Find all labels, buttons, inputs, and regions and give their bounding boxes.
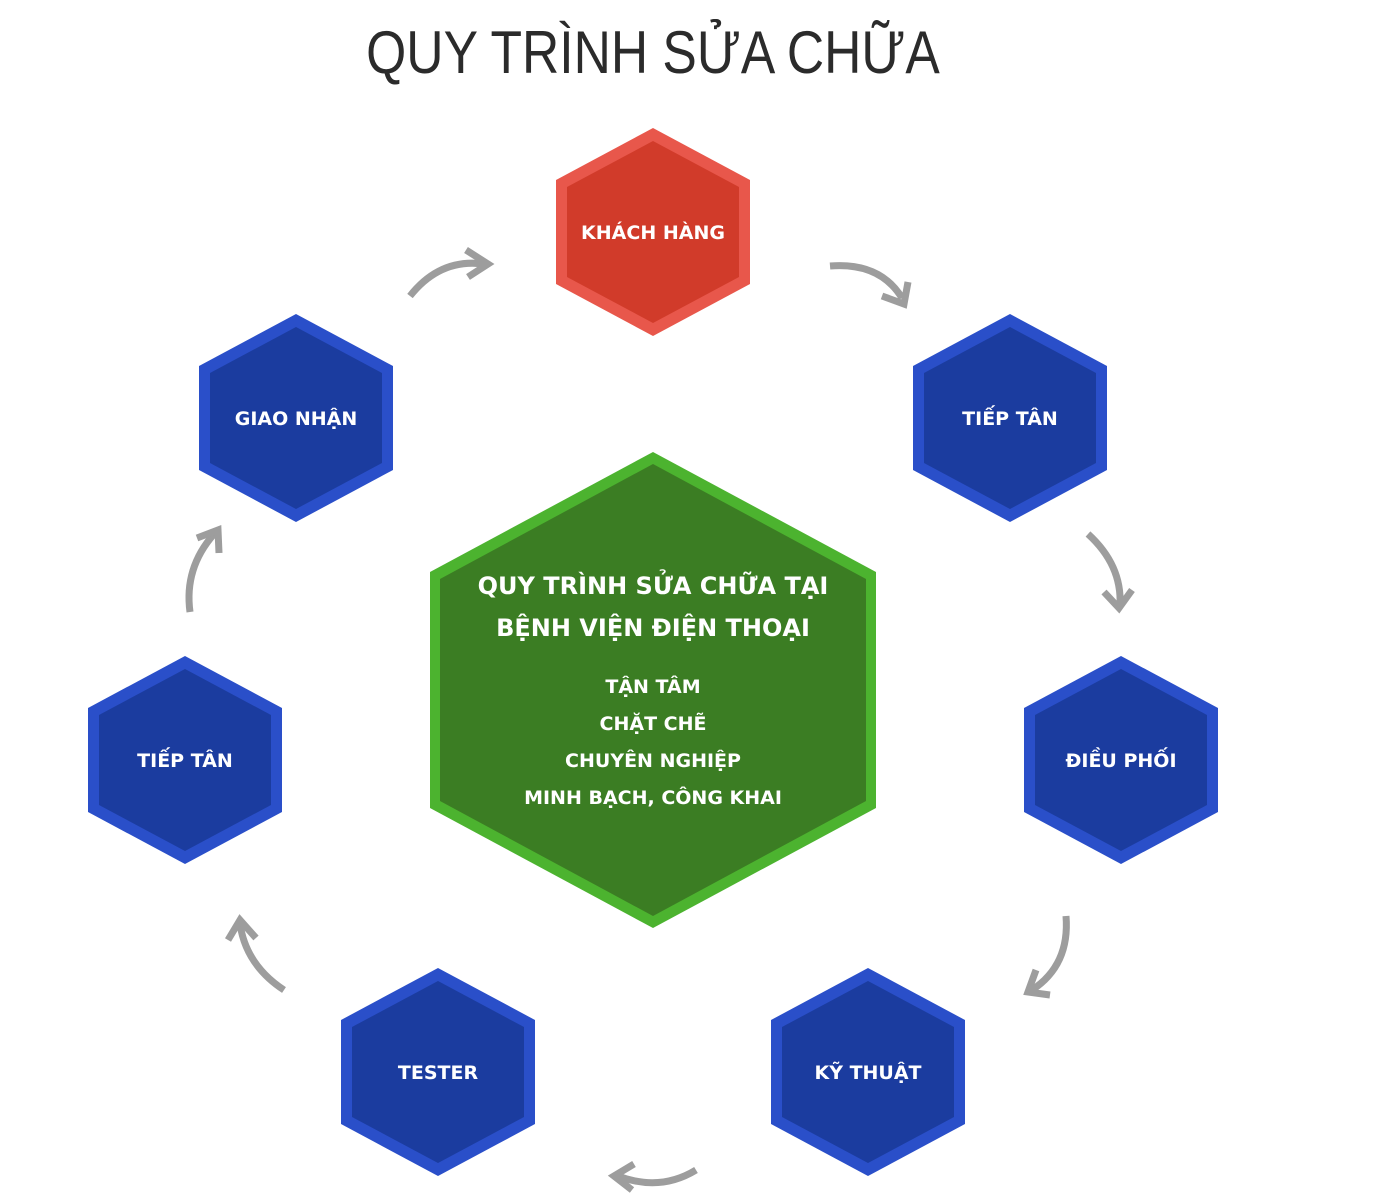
step-hexagon-inner [782, 981, 954, 1163]
arrow-dieu-phoi-to-ky-thuat [1023, 915, 1070, 999]
center-value-item: TẬN TÂM [605, 674, 700, 698]
page-title: QUY TRÌNH SỬA CHỮA [366, 19, 940, 86]
step-label: ĐIỀU PHỐI [1065, 746, 1176, 772]
center-title-line2: BỆNH VIỆN ĐIỆN THOẠI [496, 612, 810, 642]
step-label: TIẾP TÂN [962, 404, 1058, 430]
center-title-line1: QUY TRÌNH SỬA CHỮA TẠI [478, 567, 829, 600]
center-value-item: CHUYÊN NGHIỆP [565, 748, 741, 772]
step-tiep-tan-2: TIẾP TÂN [88, 656, 282, 864]
step-tester: TESTER [341, 968, 535, 1176]
center-hexagon-inner [440, 464, 866, 916]
arrow-ky-thuat-to-tester [607, 1160, 698, 1193]
step-label: TESTER [398, 1062, 479, 1084]
step-giao-nhan: GIAO NHẬN [199, 314, 393, 522]
arrow-tiep-tan-to-dieu-phoi [1085, 531, 1135, 614]
center-value-item: CHẶT CHẼ [600, 711, 707, 735]
center-value-item: MINH BẠCH, CÔNG KHAI [524, 785, 782, 809]
step-hexagon-inner [567, 141, 739, 323]
step-label: GIAO NHẬN [235, 406, 358, 430]
step-label: TIẾP TÂN [137, 746, 233, 772]
step-dieu-phoi: ĐIỀU PHỐI [1024, 656, 1218, 864]
arrow-khach-hang-to-tiep-tan [829, 262, 912, 309]
step-hexagon-inner [1035, 669, 1207, 851]
step-hexagon-inner [99, 669, 271, 851]
step-ky-thuat: KỸ THUẬT [771, 968, 965, 1176]
center-hexagon: QUY TRÌNH SỬA CHỮA TẠI BỆNH VIỆN ĐIỆN TH… [430, 452, 876, 928]
step-hexagon-inner [924, 327, 1096, 509]
step-khach-hang: KHÁCH HÀNG [556, 128, 750, 336]
step-label: KHÁCH HÀNG [581, 221, 725, 244]
step-hexagon-inner [352, 981, 524, 1163]
arrow-giao-nhan-to-khach-hang [407, 247, 495, 299]
step-label: KỸ THUẬT [814, 1060, 921, 1084]
arrow-tiep-tan-to-giao-nhan [185, 525, 223, 613]
arrow-tester-to-tiep-tan [224, 914, 286, 993]
step-hexagon-inner [210, 327, 382, 509]
step-tiep-tan-1: TIẾP TÂN [913, 314, 1107, 522]
